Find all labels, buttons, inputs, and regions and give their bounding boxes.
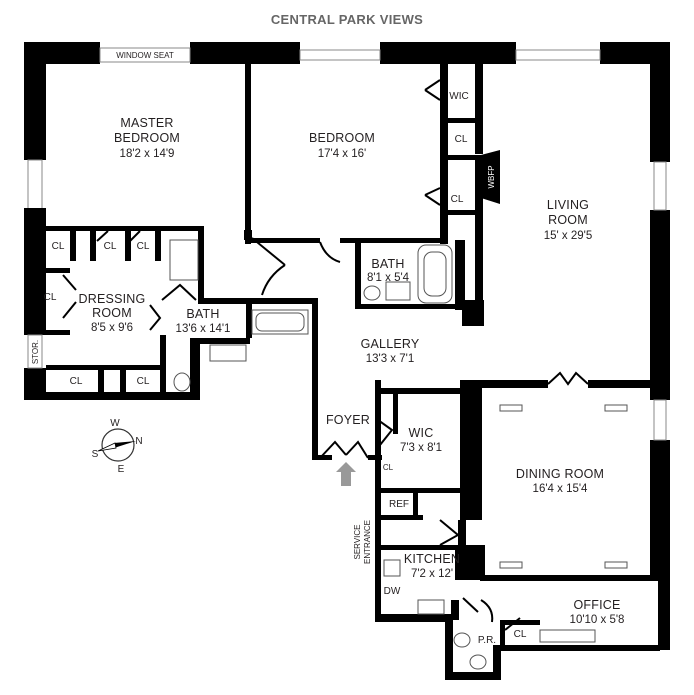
cl-label: CL <box>514 629 527 640</box>
wic-bedroom-label: WIC <box>449 91 468 102</box>
compass-w: W <box>110 418 120 429</box>
exterior-walls <box>24 42 670 680</box>
service-entrance-label1: SERVICE <box>353 525 362 560</box>
dressing-room-name2: ROOM <box>92 306 132 320</box>
dining-room-size: 16'4 x 15'4 <box>533 483 589 495</box>
foyer-wic-size: 7'3 x 8'1 <box>400 442 442 454</box>
dressing-room-size: 8'5 x 9'6 <box>91 322 133 334</box>
office-name: OFFICE <box>573 598 620 612</box>
foyer-wic-name: WIC <box>409 426 434 440</box>
service-entrance-label2: ENTRANCE <box>363 520 372 564</box>
plan-heading: CENTRAL PARK VIEWS <box>271 12 423 27</box>
dining-room-name: DINING ROOM <box>516 467 604 481</box>
ref-label: REF <box>389 499 409 510</box>
master-bath-size: 13'6 x 14'1 <box>176 323 231 335</box>
bedroom-size: 17'4 x 16' <box>318 148 367 160</box>
gallery-name: GALLERY <box>361 337 420 351</box>
cl-label: CL <box>52 241 65 252</box>
cl-label: CL <box>70 376 83 387</box>
master-bath-name: BATH <box>186 307 219 321</box>
kitchen-name: KITCHEN <box>404 552 460 566</box>
compass-s: S <box>92 449 99 460</box>
bedroom-bath-name: BATH <box>371 257 404 271</box>
cl-label: CL <box>137 241 150 252</box>
master-bedroom-size: 18'2 x 14'9 <box>120 148 175 160</box>
windows <box>27 47 667 441</box>
cl-label: CL <box>44 292 57 303</box>
office-size: 10'10 x 5'8 <box>570 614 625 626</box>
closet-labels: WIC CL CL CL CL CL CL CL CL CL CL WBFP S… <box>31 91 527 646</box>
cl-label: CL <box>383 463 394 472</box>
cl-label: CL <box>451 194 464 205</box>
doors <box>62 79 589 631</box>
kitchen-size: 7'2 x 12' <box>411 568 453 580</box>
interior-walls <box>24 64 658 645</box>
living-room-name2: ROOM <box>548 213 588 227</box>
living-room-size: 15' x 29'5 <box>544 230 593 242</box>
stor-label: STOR. <box>31 340 40 364</box>
entry-arrow-icon <box>336 462 356 486</box>
compass-icon: N W S E <box>92 418 143 475</box>
living-room-name1: LIVING <box>547 198 589 212</box>
dressing-room-name1: DRESSING <box>79 292 146 306</box>
window-seat-label: WINDOW SEAT <box>116 51 174 60</box>
dw-label: DW <box>384 586 401 597</box>
bedroom-name: BEDROOM <box>309 131 375 145</box>
master-bedroom-name2: BEDROOM <box>114 131 180 145</box>
room-labels: MASTER BEDROOM 18'2 x 14'9 BEDROOM 17'4 … <box>79 116 625 626</box>
compass-n: N <box>135 436 142 447</box>
gallery-size: 13'3 x 7'1 <box>366 353 415 365</box>
compass-e: E <box>118 464 125 475</box>
foyer-name: FOYER <box>326 413 370 427</box>
master-bedroom-name1: MASTER <box>120 116 173 130</box>
wbfp-label: WBFP <box>487 165 496 188</box>
cl-label: CL <box>137 376 150 387</box>
cl-label: CL <box>455 134 468 145</box>
fixtures <box>161 150 628 670</box>
pr-label: P.R. <box>478 635 496 646</box>
bedroom-bath-size: 8'1 x 5'4 <box>367 272 410 284</box>
cl-label: CL <box>104 241 117 252</box>
